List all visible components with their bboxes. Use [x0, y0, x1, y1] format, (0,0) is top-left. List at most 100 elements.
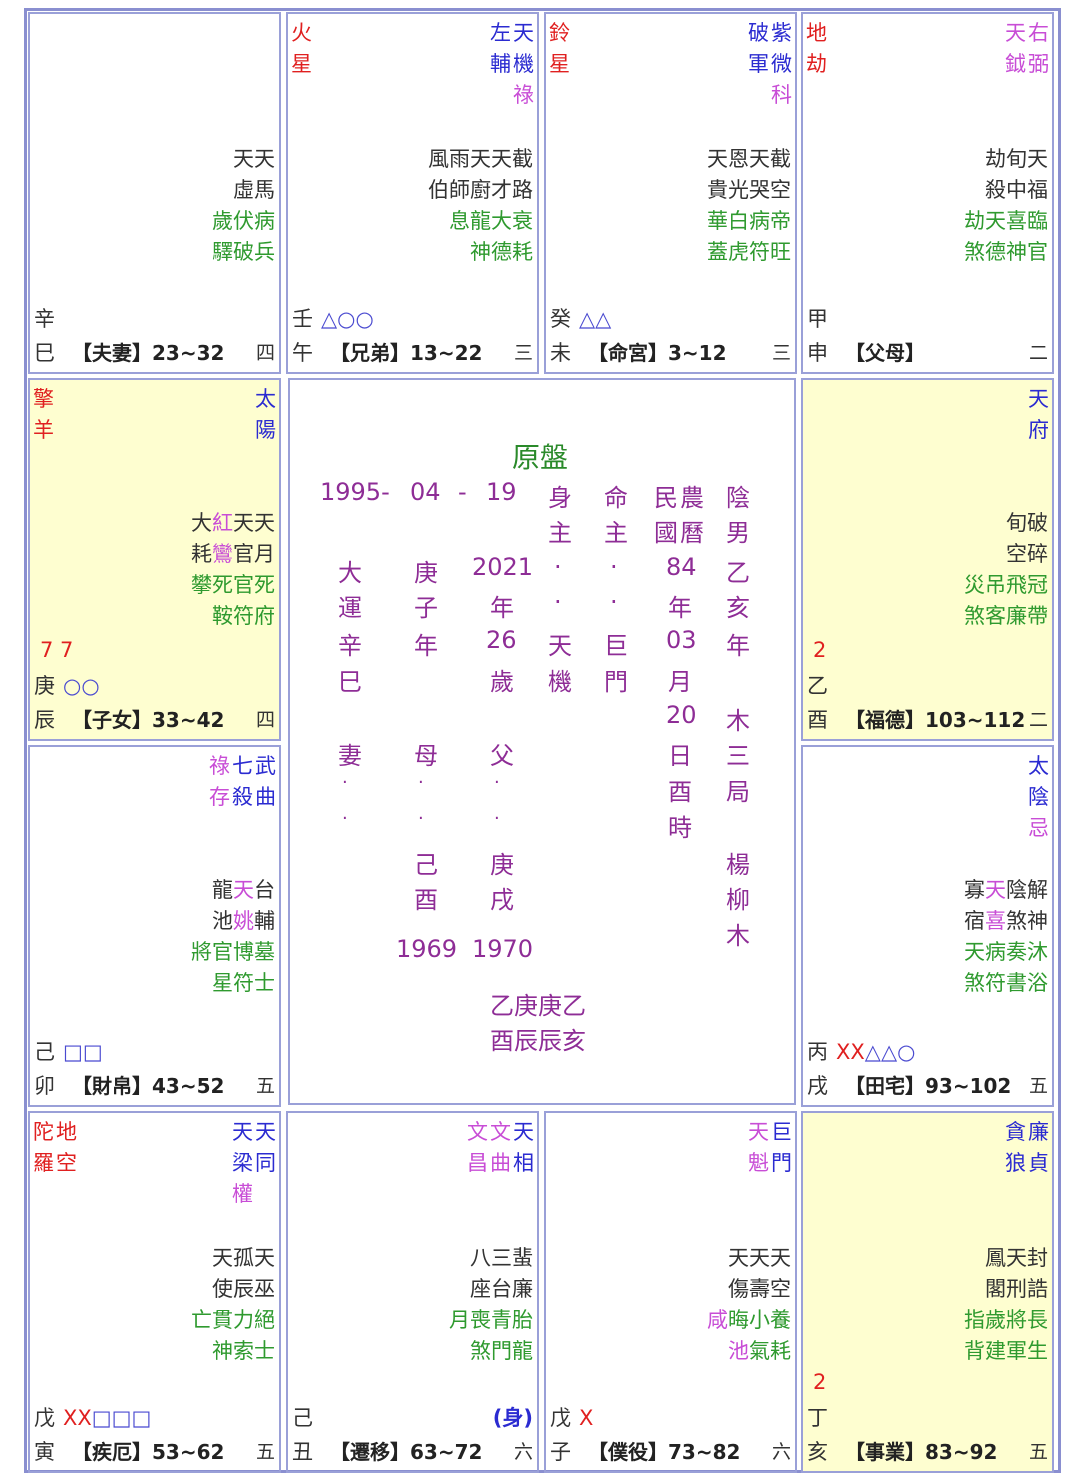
- palace-index: 五: [1028, 1441, 1048, 1463]
- major-star-right: 右弼: [1028, 21, 1049, 76]
- shen-zhu-1: 身: [548, 484, 572, 512]
- major-star-left: 陀羅: [33, 1120, 54, 1175]
- earthly-branch: 卯: [34, 1074, 55, 1098]
- heavenly-stem: 己: [292, 1406, 313, 1430]
- minor-star-row: 虛馬: [233, 178, 275, 202]
- major-star-right: 天梁權: [232, 1120, 253, 1206]
- palace-name: 【命宮】3~12: [588, 341, 727, 365]
- minor-star-row: 大紅天天: [191, 511, 275, 535]
- major-star-right: 左輔: [490, 21, 511, 76]
- decade-number: 2: [813, 638, 827, 662]
- earthly-branch: 亥: [807, 1440, 828, 1464]
- status-marks: △○○: [321, 307, 374, 331]
- minor-star-row: 亡貫力絕: [191, 1308, 275, 1332]
- major-star-right: 紫微科: [771, 21, 792, 107]
- status-marks: X: [579, 1406, 594, 1430]
- da-yun-1: 大: [338, 559, 362, 587]
- minor-star-row: 將官博墓: [191, 940, 275, 964]
- palace-index: 五: [1028, 1075, 1048, 1097]
- minor-star-row: 貴光哭空: [707, 178, 791, 202]
- minor-stars: 劫旬天殺中福劫天喜臨煞德神官: [848, 144, 1048, 268]
- palace-index: 三: [513, 342, 533, 364]
- yi-hai-1: 乙: [726, 559, 750, 587]
- minor-star-row: 伯師廚才路: [428, 178, 533, 202]
- heavenly-stem: 戊: [550, 1406, 571, 1430]
- earthly-branch: 酉: [807, 708, 828, 732]
- palace-index: 四: [255, 709, 275, 731]
- dot-2: ·: [554, 588, 562, 616]
- palace-index: 二: [1028, 342, 1048, 364]
- da-yun-2: 運: [338, 594, 362, 622]
- heavenly-stem: 乙: [807, 674, 828, 698]
- bazi-branches: 酉辰辰亥: [490, 1027, 586, 1055]
- heavenly-stem: 癸: [550, 307, 571, 331]
- minor-star-row: 煞門龍: [470, 1339, 533, 1363]
- you-hour: 酉: [668, 778, 692, 806]
- heavenly-stem-line: 己: [292, 1403, 313, 1434]
- minor-star-row: 煞符書浴: [964, 971, 1048, 995]
- minor-stars: 龍天台池姚輔將官博墓星符士: [75, 875, 275, 999]
- earthly-branch: 子: [550, 1440, 571, 1464]
- nian-3: 年: [668, 594, 692, 622]
- minor-star-row: 鞍符府: [212, 604, 275, 628]
- tian-ji-2: 機: [548, 668, 572, 696]
- palace-index: 六: [513, 1441, 533, 1463]
- na-yin-1: 楊: [726, 851, 750, 879]
- minor-star-row: 八三蜚: [470, 1246, 533, 1270]
- fu: 父: [490, 742, 514, 770]
- minor-star-row: 驛破兵: [212, 240, 275, 264]
- minor-star-row: 傷壽空: [728, 1277, 791, 1301]
- palace-name: 【夫妻】23~32: [72, 341, 225, 365]
- gender-1: 陰: [726, 484, 750, 512]
- nian-1: 年: [490, 594, 514, 622]
- shi: 時: [668, 814, 692, 842]
- minor-star-row: 指歲將長: [964, 1308, 1048, 1332]
- minor-stars: 旬破空碎災吊飛冠煞客廉帶: [848, 508, 1048, 632]
- minor-star-row: 蓋虎符旺: [707, 240, 791, 264]
- major-star-right: 天魁: [748, 1120, 769, 1175]
- minor-star-row: 殺中福: [985, 178, 1048, 202]
- geng-xu-1: 庚: [490, 851, 514, 879]
- minor-star-row: 攀死官死: [191, 573, 275, 597]
- minor-stars: 天天虛馬歲伏病驛破兵: [75, 144, 275, 268]
- sui: 歲: [490, 668, 514, 696]
- heavenly-stem-line: 癸 △△: [550, 304, 611, 335]
- earthly-branch: 辰: [34, 708, 55, 732]
- minor-star-row: 華白病帝: [707, 209, 791, 233]
- status-marks: △△: [579, 307, 612, 331]
- ju-men-1: 巨: [604, 632, 628, 660]
- heavenly-stem: 庚: [34, 674, 55, 698]
- minor-star-row: 神德耗: [470, 240, 533, 264]
- yue: 月: [668, 668, 692, 696]
- palace-shen: 地劫天鉞右弼劫旬天殺中福劫天喜臨煞德神官甲申【父母】二: [801, 12, 1054, 374]
- earthly-branch: 巳: [34, 341, 55, 365]
- heavenly-stem: 辛: [34, 307, 55, 331]
- decade-number: 7 7: [40, 638, 74, 662]
- palace-index: 五: [255, 1441, 275, 1463]
- earthly-branch: 未: [550, 341, 571, 365]
- minor-stars: 八三蜚座台廉月喪青胎煞門龍: [333, 1243, 533, 1367]
- palace-index: 四: [255, 342, 275, 364]
- heavenly-stem-line: 辛: [34, 304, 55, 335]
- xin-si-2: 巳: [338, 668, 362, 696]
- minor-star-row: 背建軍生: [964, 1339, 1048, 1363]
- month-03: 03: [666, 626, 697, 654]
- minor-stars: 寡天陰解宿喜煞神天病奏沐煞符書浴: [848, 875, 1048, 999]
- major-star-left: 地劫: [806, 21, 827, 76]
- minor-star-row: 龍天台: [212, 878, 275, 902]
- minor-stars: 風雨天天截伯師廚才路息龍大衰神德耗: [333, 144, 533, 268]
- qi: 妻: [338, 742, 362, 770]
- chart-title: 原盤: [512, 441, 569, 474]
- heavenly-stem-line: 丁: [807, 1403, 828, 1434]
- major-star-right: 廉貞: [1028, 1120, 1049, 1175]
- mu: 母: [414, 742, 438, 770]
- palace-name: 【父母】: [845, 341, 925, 365]
- status-marks: XX□□□: [63, 1406, 152, 1430]
- ju-men-2: 門: [604, 668, 628, 696]
- nong-li-2: 曆: [680, 519, 704, 547]
